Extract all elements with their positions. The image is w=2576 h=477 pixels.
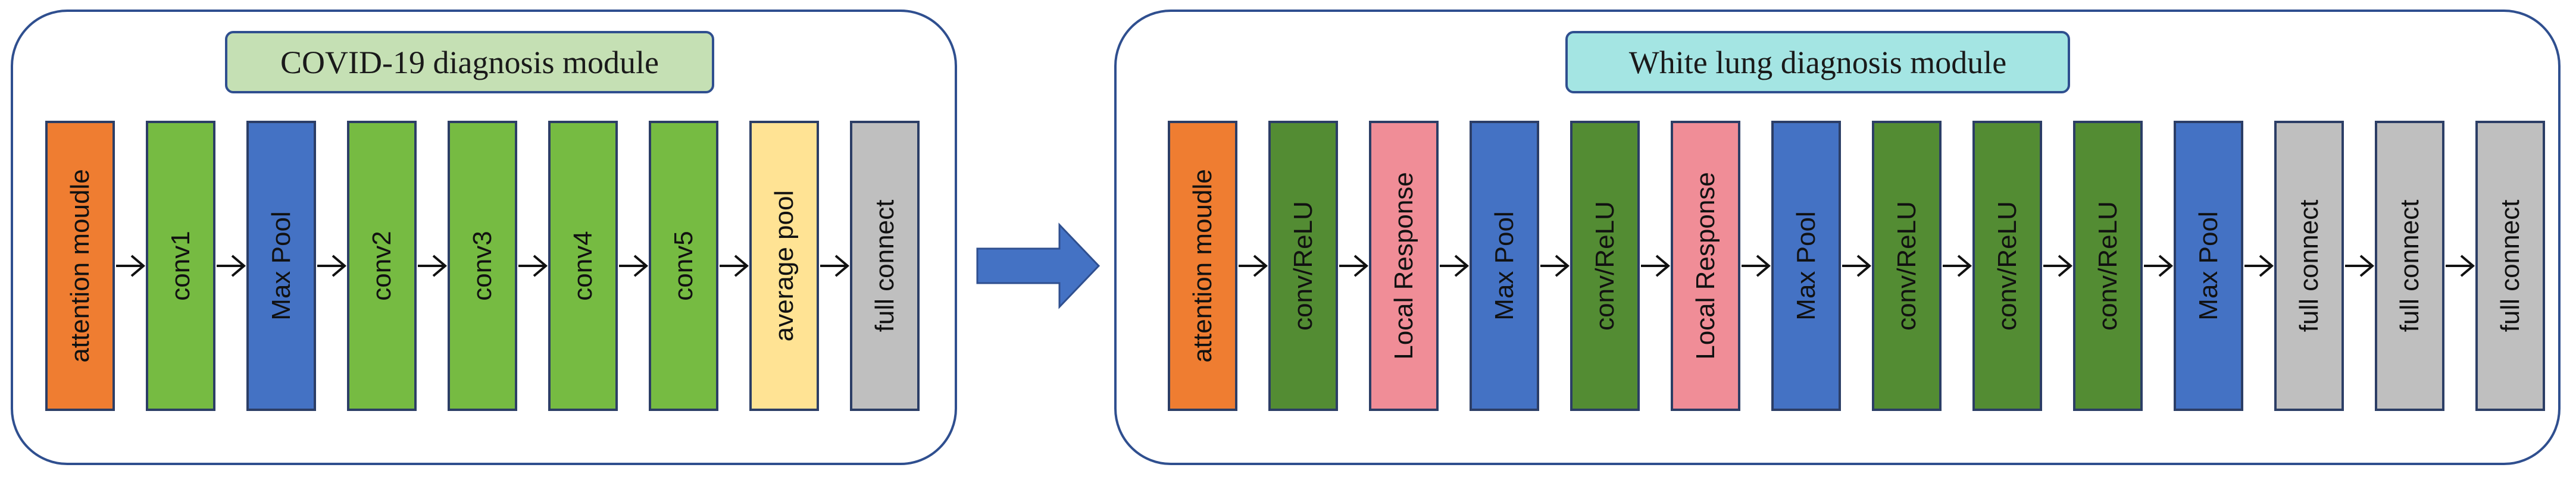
white-lung-block-2-conv-relu: conv/ReLU (1268, 121, 1338, 411)
covid19-block-3-max-pool: Max Pool (246, 121, 316, 411)
covid19-module-title: COVID-19 diagnosis module (225, 31, 714, 93)
covid19-connector-arrow (418, 255, 448, 277)
white-lung-connector-arrow (2345, 255, 2375, 277)
covid19-connector-arrow (518, 255, 548, 277)
covid19-connector-arrow (317, 255, 347, 277)
white-lung-connector-arrow (2244, 255, 2274, 277)
covid19-connector-arrow (720, 255, 749, 277)
covid19-block-8-average-pool: average pool (749, 121, 819, 411)
white-lung-block-13-full-connect: full connect (2375, 121, 2444, 411)
white-lung-block-12-full-connect: full connect (2274, 121, 2344, 411)
covid19-connector-arrow (619, 255, 649, 277)
white-lung-block-14-full-connect: full connect (2475, 121, 2545, 411)
covid19-connector-arrow (217, 255, 246, 277)
white-lung-connector-arrow (1239, 255, 1268, 277)
white-lung-connector-arrow (2446, 255, 2475, 277)
white-lung-block-5-conv-relu: conv/ReLU (1570, 121, 1640, 411)
white-lung-connector-arrow (1943, 255, 1972, 277)
white-lung-connector-arrow (1440, 255, 1470, 277)
white-lung-connector-arrow (1540, 255, 1570, 277)
white-lung-block-10-conv-relu: conv/ReLU (2073, 121, 2143, 411)
covid19-block-2-conv1: conv1 (146, 121, 215, 411)
white-lung-block-1-attention-moudle: attention moudle (1168, 121, 1237, 411)
covid19-block-7-conv5: conv5 (649, 121, 718, 411)
covid19-block-4-conv2: conv2 (347, 121, 417, 411)
white-lung-block-3-local-response: Local Response (1369, 121, 1439, 411)
white-lung-connector-arrow (2144, 255, 2174, 277)
covid19-block-5-conv3: conv3 (448, 121, 517, 411)
covid19-block-1-attention-moudle: attention moudle (45, 121, 115, 411)
white-lung-block-4-max-pool: Max Pool (1470, 121, 1539, 411)
white-lung-block-7-max-pool: Max Pool (1771, 121, 1841, 411)
white-lung-module-title: White lung diagnosis module (1565, 31, 2070, 93)
white-lung-block-11-max-pool: Max Pool (2174, 121, 2243, 411)
white-lung-block-9-conv-relu: conv/ReLU (1972, 121, 2042, 411)
covid19-block-6-conv4: conv4 (548, 121, 618, 411)
white-lung-block-6-local-response: Local Response (1671, 121, 1740, 411)
white-lung-connector-arrow (1742, 255, 1771, 277)
white-lung-connector-arrow (1842, 255, 1872, 277)
covid19-block-9-full-connect: full connect (850, 121, 920, 411)
white-lung-connector-arrow (1339, 255, 1369, 277)
white-lung-block-8-conv-relu: conv/ReLU (1872, 121, 1942, 411)
white-lung-connector-arrow (1641, 255, 1671, 277)
covid19-connector-arrow (116, 255, 146, 277)
white-lung-connector-arrow (2043, 255, 2073, 277)
module-transition-arrow (976, 222, 1101, 309)
covid19-connector-arrow (820, 255, 850, 277)
